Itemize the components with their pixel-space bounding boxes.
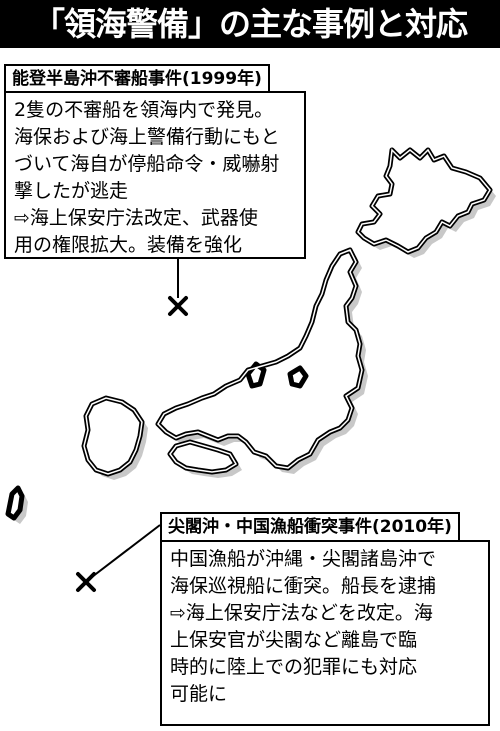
incident-line: 海保および海上警備行動にもと — [14, 126, 280, 148]
okinawa-island — [8, 488, 22, 518]
incident-line: 上保安官が尖閣など離島で臨 — [170, 629, 418, 651]
shikoku-island — [170, 442, 236, 472]
incident-line: 時的に陸上での犯罪にも対応 — [170, 656, 418, 678]
incident-line: 可能に — [170, 683, 228, 705]
incident-description-noto: 2隻の不審船を領海内で発見。 海保および海上警備行動にもと づいて海自が停船命令… — [4, 91, 306, 259]
incident-line: 海保巡視船に衝突。船長を逮捕 — [170, 575, 437, 597]
incident-line: 中国漁船が沖縄・尖閣諸島沖で — [170, 548, 437, 570]
sado-island — [290, 368, 306, 386]
incident-description-senkaku: 中国漁船が沖縄・尖閣諸島沖で 海保巡視船に衝突。船長を逮捕 ⇨海上保安庁法などを… — [160, 540, 490, 726]
incident-line: 用の権限拡大。装備を強化 — [14, 234, 243, 256]
incident-line: 撃したが逃走 — [14, 180, 129, 202]
incident-line: ⇨海上保安庁法などを改定。海 — [170, 602, 433, 624]
incident-label-senkaku: 尖閣沖・中国漁船衝突事件(2010年) — [160, 512, 460, 542]
page-title: 「領海警備」の主な事例と対応 — [0, 0, 500, 48]
incident-line: ⇨海上保安庁法改定、武器使 — [14, 207, 258, 229]
incident-label-noto: 能登半島沖不審船事件(1999年) — [4, 64, 270, 94]
x-mark-icon — [168, 296, 188, 316]
hokkaido-island — [358, 150, 490, 252]
x-mark-icon — [76, 572, 96, 592]
leader-line-senkaku — [87, 524, 161, 581]
incident-line: づいて海自が停船命令・威嚇射 — [14, 153, 280, 175]
incident-line: 2隻の不審船を領海内で発見。 — [14, 99, 274, 121]
